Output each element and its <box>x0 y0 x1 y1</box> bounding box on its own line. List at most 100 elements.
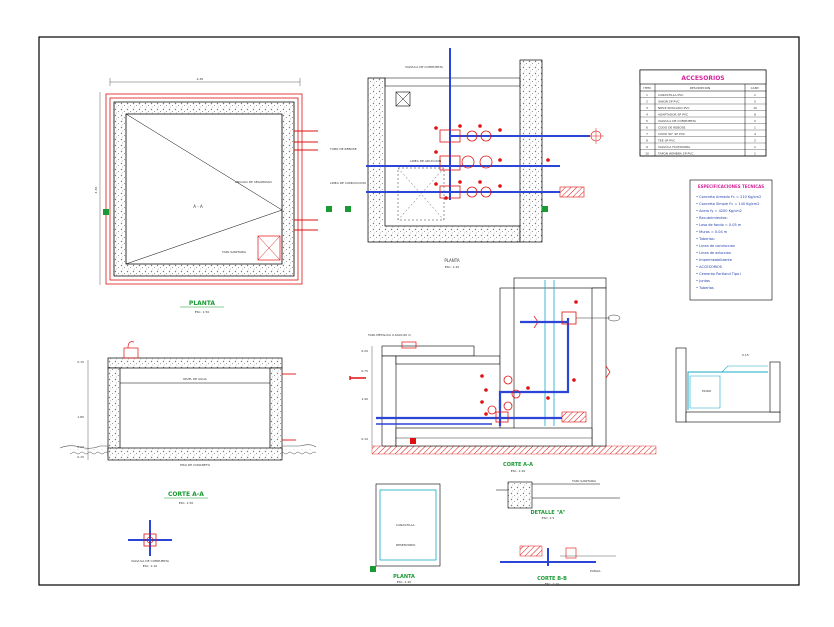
spec-line: • Tuberias <box>696 286 714 290</box>
sp-label-1: CANASTILLA <box>396 523 415 527</box>
acc-cell-item: 10 <box>645 151 649 155</box>
small-fitting-label: VALVULA DE COMPUERTA <box>131 559 170 563</box>
pp-title: PLANTA <box>444 258 460 263</box>
acc-cell-qty: 8 <box>754 112 756 116</box>
acc-cell-qty: 2 <box>754 138 756 142</box>
section-aa: 0.15 1.80 0.20 0.15 NIVEL DE AGUA PISO D… <box>59 341 317 505</box>
da-scale: ESC. 1:5 <box>542 516 555 520</box>
acc-cell-item: 2 <box>646 99 648 103</box>
acc-cell-desc: VALVULA FLOTADORA <box>658 145 691 149</box>
spec-line: • Recubrimientos: <box>696 216 728 220</box>
sec-title: CORTE A-A <box>168 491 204 498</box>
sp-label-2: RESERVORIO <box>396 543 416 547</box>
spec-line: • Linea de aduccion <box>696 251 731 255</box>
plan-dim-side: 4.30 <box>94 187 98 194</box>
sheet-border <box>38 36 800 586</box>
plan-center-mark: A - A <box>193 204 203 209</box>
sec-water-label: NIVEL DE AGUA <box>183 377 207 381</box>
acc-cell-qty: 5 <box>754 99 756 103</box>
sec-dim-2: 1.80 <box>77 415 84 419</box>
acc-cell-item: 6 <box>646 125 648 129</box>
acc-cell-qty: 10 <box>753 106 757 110</box>
sec-floor-label: PISO DE CONCRETO <box>180 463 211 467</box>
sec-dim-4: 0.15 <box>77 455 84 459</box>
detail-a: TAPA SANITARIA DETALLE "A" ESC. 1:5 <box>496 479 620 520</box>
acc-cell-desc: ADAPTADOR SP PVC <box>658 112 688 116</box>
spec-line: • Tuberias: <box>696 237 715 241</box>
acc-cell-desc: CODO DE REBOSE <box>658 125 685 129</box>
pp-label-b: LINEA DE CONDUCCION <box>330 181 366 185</box>
corte-bb: PURGA CORTE B-B ESC. 1:10 <box>500 545 616 586</box>
sb-dim-4: 0.10 <box>361 437 368 441</box>
plan-note-2: TAPA SANITARIA <box>221 250 247 254</box>
bb-label: PURGA <box>590 569 601 573</box>
acc-title: ACCESORIOS <box>681 75 724 82</box>
spec-line: • Concreto Simple f'c = 140 Kg/cm2 <box>696 202 759 206</box>
sp-title: PLANTA <box>393 574 415 580</box>
spec-line: • Impermeabilizante <box>696 258 732 262</box>
acc-cell-qty: 2 <box>754 119 756 123</box>
pp-scale: ESC. 1:20 <box>445 265 460 269</box>
sb-dim-3: 1.40 <box>361 397 368 401</box>
acc-cell-item: 9 <box>646 145 648 149</box>
acc-cell-item: 5 <box>646 119 648 123</box>
sb-dim-1: 0.20 <box>361 349 368 353</box>
plan-title: PLANTA <box>189 300 216 307</box>
small-fitting-detail: VALVULA DE COMPUERTA ESC. 1:10 <box>128 520 172 568</box>
acc-header-qty: CANT. <box>751 86 760 90</box>
bb-scale: ESC. 1:10 <box>545 582 560 586</box>
plan-scale: ESC. 1:50 <box>195 310 210 314</box>
acc-cell-qty: 4 <box>754 132 756 136</box>
sec-scale: ESC. 1:50 <box>179 501 194 505</box>
acc-cell-qty: 1 <box>754 125 756 129</box>
spec-line: • Muros = 0.04 m <box>696 230 728 234</box>
spec-line: • ACCESORIOS <box>696 265 723 269</box>
small-fitting-scale: ESC. 1:10 <box>143 564 158 568</box>
acc-cell-qty: 1 <box>754 151 756 155</box>
spec-line: • Losa de fondo = 0.05 m <box>696 223 742 227</box>
piping-plan-detail: TUBO DE REBOSE LINEA DE CONDUCCION LINEA… <box>329 48 604 269</box>
bb-title: CORTE B-B <box>537 576 567 582</box>
acc-cell-item: 1 <box>646 93 648 97</box>
acc-cell-desc: CODO 90° SP PVC <box>658 132 685 136</box>
pp-label-c: LINEA DE ADUCCION <box>410 159 441 163</box>
plan-view: 4.30 4.30 A - A ANGULO DE SEGURIDAD TAPA… <box>94 77 332 314</box>
da-title: DETALLE "A" <box>530 510 565 516</box>
acc-cell-item: 3 <box>646 106 648 110</box>
acc-cell-desc: TEE SP PVC <box>657 138 675 142</box>
spec-line: • Concreto Armado f'c = 210 Kg/cm2 <box>696 195 761 199</box>
accessories-table: ACCESORIOS ITEM DESCRIPCION CANT. 1 CANAS… <box>639 69 767 157</box>
plan-dim-top: 4.30 <box>197 77 204 81</box>
corner-label-1: 0.15 <box>742 353 749 357</box>
corner-detail: 0.15 MURO <box>675 347 781 423</box>
sec-dim-1: 0.15 <box>77 360 84 364</box>
acc-rows: 1 CANASTILLA PVC 1 2 UNION SP PVC 5 3 NIPLE ROS… <box>640 93 766 157</box>
specs-box: ESPECIFICACIONES TECNICAS • Concreto Arm… <box>689 179 773 301</box>
specs-title: ESPECIFICACIONES TECNICAS <box>698 184 764 189</box>
spec-line: • Acero fy = 4200 Kg/cm2 <box>696 209 742 213</box>
acc-header-item: ITEM <box>643 86 651 90</box>
acc-cell-item: 7 <box>646 132 648 136</box>
acc-cell-desc: NIPLE ROSCADO PVC <box>658 106 690 110</box>
sb-title: CORTE A-A <box>503 462 533 468</box>
spec-line: • Linea de conduccion <box>696 244 735 248</box>
acc-cell-qty: 1 <box>754 93 756 97</box>
acc-header-desc: DESCRIPCION <box>690 86 711 90</box>
acc-cell-desc: UNION SP PVC <box>658 99 680 103</box>
sb-scale: ESC. 1:20 <box>511 469 526 473</box>
section-b: 0.20 0.75 1.40 0.10 TAPA METALICA 0.60x0… <box>349 277 657 473</box>
plan-wall <box>113 101 295 277</box>
plan-note-1: ANGULO DE SEGURIDAD <box>235 180 272 184</box>
sp-scale: ESC. 1:20 <box>397 580 412 584</box>
acc-cell-desc: CANASTILLA PVC <box>658 93 683 97</box>
corner-label-2: MURO <box>702 389 712 393</box>
acc-cell-desc: VALVULA DE COMPUERTA <box>658 119 697 123</box>
spec-line: • Juntas <box>696 279 710 283</box>
sb-top-note: TAPA METALICA 0.60x0.60 m <box>367 333 411 337</box>
acc-cell-item: 4 <box>646 112 648 116</box>
da-note: TAPA SANITARIA <box>571 479 597 483</box>
spec-line: • Cemento Portland Tipo I <box>696 272 741 276</box>
small-plan: CANASTILLA RESERVORIO PLANTA ESC. 1:20 <box>370 483 441 584</box>
